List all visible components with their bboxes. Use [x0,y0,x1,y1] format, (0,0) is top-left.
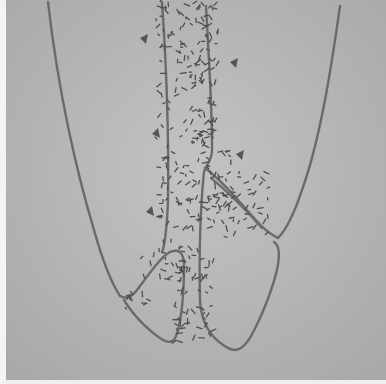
fleck-mark [210,171,211,174]
fleck-mark [168,35,169,39]
fleck-mark [193,227,194,231]
fleck-mark [180,173,183,174]
fleck-mark [167,143,168,148]
fleck-mark [187,200,190,201]
fleck-mark [198,159,199,162]
fleck-mark [268,215,269,219]
fleck-mark [183,312,185,313]
fleck-mark [210,306,212,307]
fleck-mark [180,73,186,74]
fleck-mark [206,292,208,293]
fleck-mark [184,55,185,60]
fleck-mark [226,151,229,152]
fleck-mark [224,237,227,238]
fleck-mark [179,261,185,262]
fleck-mark [183,165,184,167]
fleck-mark [168,158,169,160]
fleck-mark [184,267,187,268]
fleck-mark [196,63,197,67]
fleck-mark [194,131,197,132]
fleck-mark [163,29,164,32]
fleck-mark [205,36,207,37]
fleck-mark [214,8,217,9]
fleck-mark [157,167,161,168]
fleck-mark [163,183,166,184]
fleck-mark [181,251,185,252]
fleck-mark [127,295,133,296]
fleck-mark [214,220,215,223]
paper-background [6,0,386,380]
fleck-mark [163,103,165,104]
fleck-mark [177,333,183,334]
line-drawing [6,0,386,380]
fleck-mark [192,255,196,256]
fleck-mark [180,27,181,30]
fleck-mark [180,320,181,326]
fleck-mark [181,291,182,294]
fleck-mark [212,177,214,178]
fleck-mark [180,51,181,53]
fleck-mark [229,217,234,218]
fleck-mark [208,101,209,104]
fleck-mark [184,323,189,324]
fleck-mark [248,189,251,190]
fleck-mark [202,139,203,143]
fleck-mark [199,109,200,111]
fleck-mark [156,19,157,21]
fleck-mark [171,239,172,242]
fleck-mark [215,183,216,189]
fleck-mark [198,214,199,217]
fleck-mark [160,16,162,17]
fleck-mark [160,274,161,279]
fleck-mark [175,302,176,305]
fleck-mark [192,82,196,83]
fleck-mark [178,290,180,291]
fleck-mark [180,328,185,329]
fleck-mark [212,206,216,207]
fleck-mark [185,174,186,176]
fleck-mark [186,18,188,19]
fleck-mark [217,212,219,213]
fleck-mark [202,202,208,203]
fleck-mark [229,207,230,211]
fleck-mark [163,200,164,203]
fleck-mark [171,192,173,193]
fleck-mark [153,253,154,257]
fleck-mark [226,179,227,181]
fleck-mark [179,62,182,63]
